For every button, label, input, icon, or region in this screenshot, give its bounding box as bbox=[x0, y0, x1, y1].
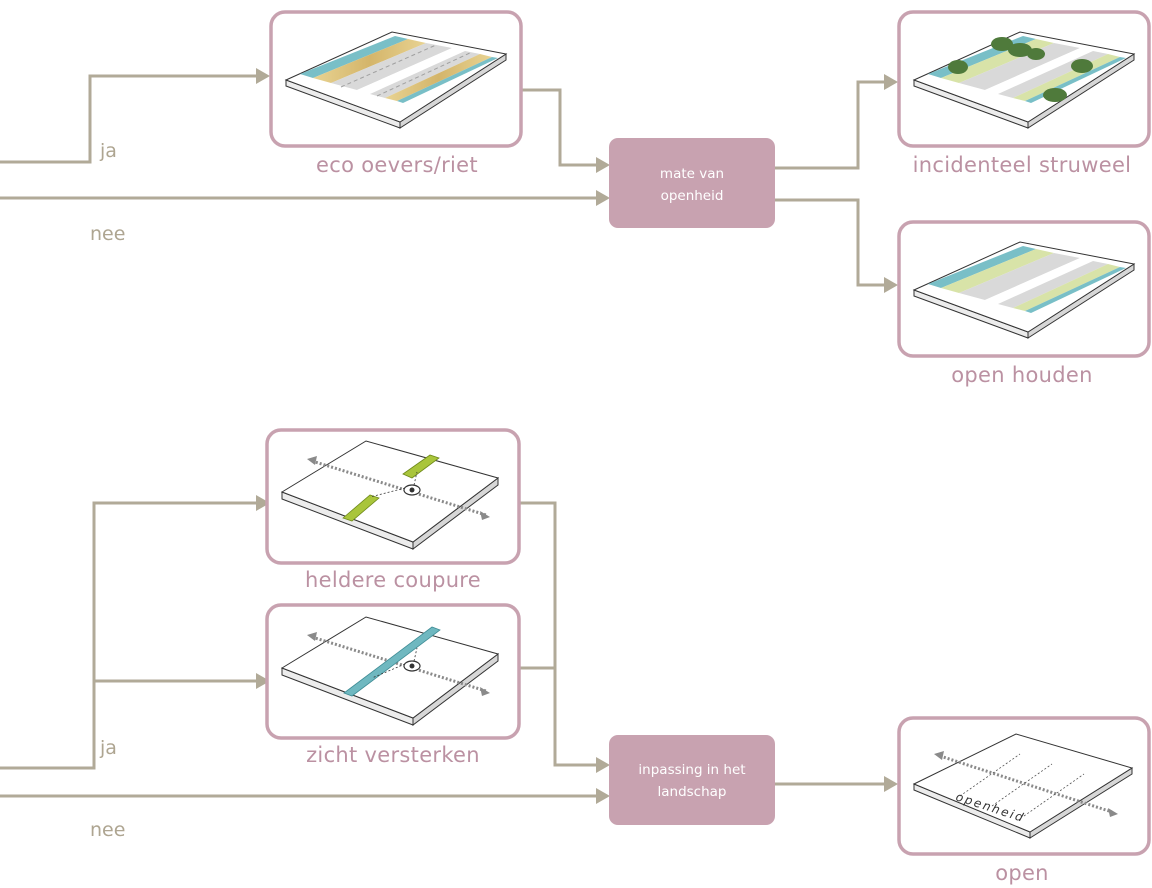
result-clear-cut: heldere coupure bbox=[265, 428, 521, 592]
connector-openness-to-shrubs bbox=[775, 80, 890, 170]
result-caption: open bbox=[995, 861, 1049, 885]
arrowhead bbox=[596, 757, 610, 773]
road-with-shrubs-illustration bbox=[912, 31, 1136, 129]
branch-label-top-no: nee bbox=[90, 223, 125, 245]
decision-label-line1: mate van bbox=[660, 166, 724, 182]
arrowhead bbox=[596, 157, 610, 173]
result-open: openheid open bbox=[897, 716, 1151, 885]
arrowhead bbox=[884, 277, 898, 293]
enhanced-view-illustration bbox=[280, 616, 500, 727]
result-caption: heldere coupure bbox=[305, 568, 481, 592]
decision-openness: mate van openheid bbox=[609, 138, 775, 228]
open-landscape-illustration: openheid bbox=[912, 733, 1134, 839]
branch-label-top-yes: ja bbox=[99, 140, 117, 162]
result-eco-banks: eco oevers/riet bbox=[269, 10, 523, 177]
connector-ja-bottom bbox=[0, 501, 262, 770]
arrowhead bbox=[256, 68, 270, 84]
decision-label-line2: landschap bbox=[657, 784, 726, 800]
result-caption: eco oevers/riet bbox=[316, 153, 478, 177]
connector-eco-to-openness bbox=[520, 88, 600, 167]
road-with-open-banks-illustration bbox=[912, 241, 1136, 339]
decision-landscape: inpassing in het landschap bbox=[609, 735, 775, 825]
branch-label-bottom-yes: ja bbox=[99, 737, 117, 759]
decision-box bbox=[609, 138, 775, 228]
result-caption: open houden bbox=[951, 363, 1092, 387]
connectors-bottom bbox=[0, 495, 898, 804]
result-incidental-shrubs: incidenteel struweel bbox=[897, 10, 1151, 177]
arrowhead bbox=[256, 495, 270, 511]
clear-cut-viewpoint-illustration bbox=[280, 440, 500, 551]
branch-label-bottom-no: nee bbox=[90, 819, 125, 841]
arrowhead bbox=[596, 190, 610, 206]
arrowhead bbox=[884, 74, 898, 90]
connectors-top bbox=[0, 68, 898, 293]
result-caption: zicht versterken bbox=[306, 743, 480, 767]
road-with-reed-banks-illustration bbox=[284, 31, 508, 129]
result-keep-open: open houden bbox=[897, 220, 1151, 387]
arrowhead bbox=[256, 673, 270, 689]
result-caption: incidenteel struweel bbox=[913, 153, 1132, 177]
decision-box bbox=[609, 735, 775, 825]
connector-cut-merge bbox=[520, 501, 600, 767]
connector-ja-top bbox=[0, 74, 262, 164]
arrowhead bbox=[596, 788, 610, 804]
decision-label-line1: inpassing in het bbox=[638, 762, 745, 778]
result-enhance-view: zicht versterken bbox=[265, 603, 521, 767]
arrowhead bbox=[884, 776, 898, 792]
connector-openness-to-open-keep bbox=[775, 198, 890, 287]
decision-label-line2: openheid bbox=[661, 188, 724, 204]
